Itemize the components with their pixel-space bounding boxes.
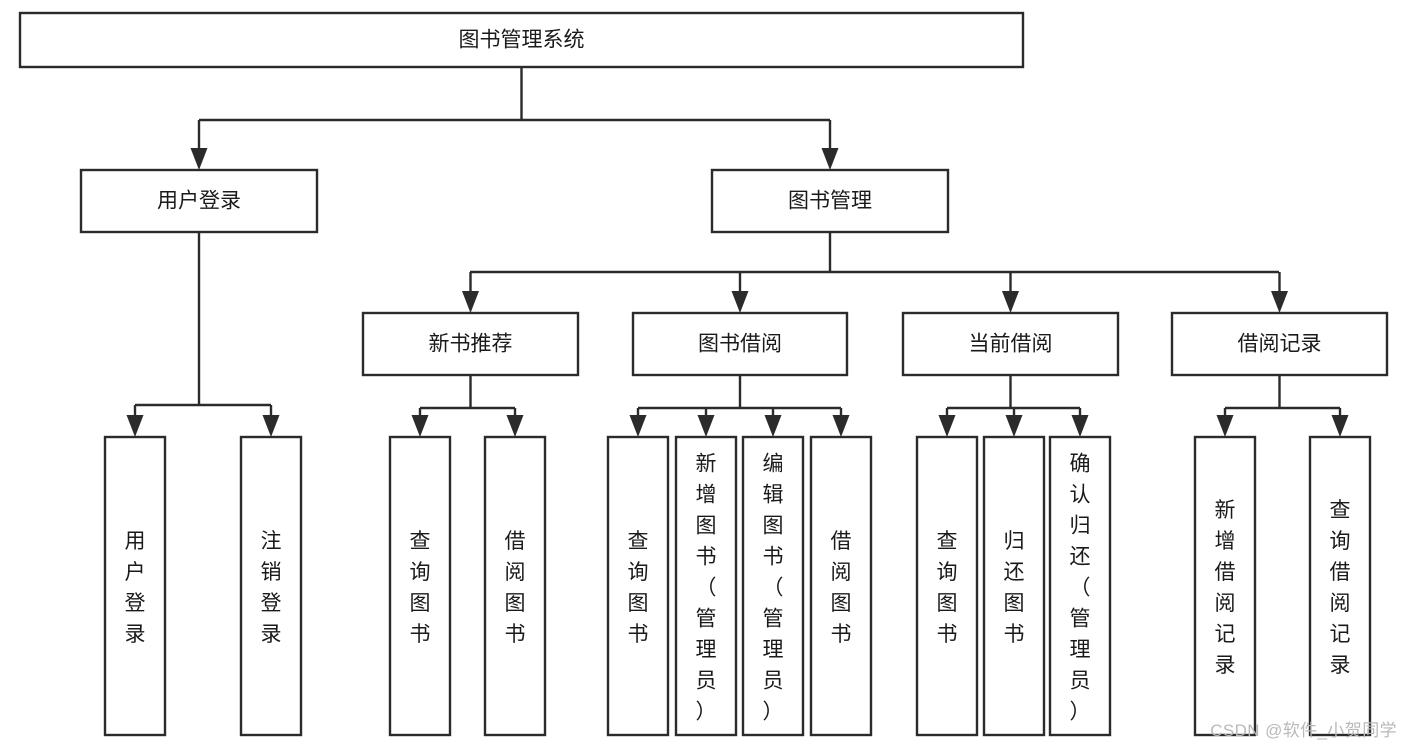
node-box-leaf-query-book-1[interactable] bbox=[388, 435, 452, 737]
node-leaf-user-login[interactable]: 用户登录 bbox=[103, 435, 167, 737]
link-borrow-record-to-leaf-query-record-arrowhead bbox=[1331, 415, 1349, 437]
link-current-borrow-to-leaf-query-book-3-arrowhead bbox=[938, 415, 956, 437]
node-box-leaf-borrow-book-2[interactable] bbox=[809, 435, 873, 737]
node-box-root[interactable] bbox=[18, 11, 1025, 69]
node-label-leaf-query-record: 查询借阅记录 bbox=[1330, 499, 1351, 677]
node-leaf-confirm-return[interactable]: 确认归还（管理员） bbox=[1048, 435, 1112, 737]
node-label-leaf-borrow-book-1: 借阅图书 bbox=[505, 530, 526, 646]
node-box-current-borrow[interactable] bbox=[901, 311, 1120, 377]
node-box-new-book-rec[interactable] bbox=[361, 311, 580, 377]
node-box-leaf-add-record[interactable] bbox=[1193, 435, 1257, 737]
link-book-borrow-to-leaf-edit-book-arrowhead bbox=[764, 415, 782, 437]
node-user-login[interactable]: 用户登录 bbox=[79, 168, 319, 234]
link-borrow-record-to-leaf-add-record-arrowhead bbox=[1216, 415, 1234, 437]
node-leaf-query-book-3[interactable]: 查询图书 bbox=[915, 435, 979, 737]
link-new-book-rec-to-leaf-borrow-book-1-arrowhead bbox=[506, 415, 524, 437]
node-box-user-login[interactable] bbox=[79, 168, 319, 234]
link-book-borrow-to-leaf-query-book-2-arrowhead bbox=[629, 415, 647, 437]
node-leaf-borrow-book-1[interactable]: 借阅图书 bbox=[483, 435, 547, 737]
node-box-leaf-confirm-return[interactable] bbox=[1048, 435, 1112, 737]
node-label-book-borrow: 图书借阅 bbox=[698, 333, 782, 356]
node-box-leaf-logout[interactable] bbox=[239, 435, 303, 737]
node-new-book-rec[interactable]: 新书推荐 bbox=[361, 311, 580, 377]
node-root[interactable]: 图书管理系统 bbox=[18, 11, 1025, 69]
node-box-leaf-add-book[interactable] bbox=[674, 435, 738, 737]
node-box-leaf-user-login[interactable] bbox=[103, 435, 167, 737]
node-borrow-record[interactable]: 借阅记录 bbox=[1170, 311, 1389, 377]
link-root-to-user-login-arrowhead bbox=[190, 148, 208, 170]
link-user-login-to-leaf-user-login-arrowhead bbox=[126, 415, 144, 437]
node-label-user-login: 用户登录 bbox=[157, 190, 241, 213]
node-leaf-add-record[interactable]: 新增借阅记录 bbox=[1193, 435, 1257, 737]
node-book-borrow[interactable]: 图书借阅 bbox=[631, 311, 849, 377]
link-book-borrow-to-leaf-borrow-book-2-arrowhead bbox=[832, 415, 850, 437]
node-leaf-query-record[interactable]: 查询借阅记录 bbox=[1308, 435, 1372, 737]
node-leaf-return-book[interactable]: 归还图书 bbox=[982, 435, 1046, 737]
node-label-leaf-add-book: 新增图书（管理员） bbox=[696, 453, 717, 724]
node-label-book-mgmt: 图书管理 bbox=[788, 190, 872, 213]
node-box-leaf-edit-book[interactable] bbox=[741, 435, 805, 737]
link-book-mgmt-to-borrow-record-arrowhead bbox=[1271, 291, 1288, 313]
node-label-root: 图书管理系统 bbox=[459, 29, 585, 52]
node-box-leaf-return-book[interactable] bbox=[982, 435, 1046, 737]
node-leaf-add-book[interactable]: 新增图书（管理员） bbox=[674, 435, 738, 737]
node-label-leaf-logout: 注销登录 bbox=[261, 530, 282, 646]
link-user-login-to-leaf-logout-arrowhead bbox=[262, 415, 280, 437]
node-box-leaf-query-book-2[interactable] bbox=[606, 435, 670, 737]
node-leaf-borrow-book-2[interactable]: 借阅图书 bbox=[809, 435, 873, 737]
node-box-leaf-query-record[interactable] bbox=[1308, 435, 1372, 737]
node-layer: 图书管理系统用户登录图书管理新书推荐图书借阅当前借阅借阅记录用户登录注销登录查询… bbox=[18, 11, 1389, 737]
node-leaf-edit-book[interactable]: 编辑图书（管理员） bbox=[741, 435, 805, 737]
node-box-leaf-borrow-book-1[interactable] bbox=[483, 435, 547, 737]
node-label-leaf-add-record: 新增借阅记录 bbox=[1215, 499, 1236, 677]
link-book-mgmt-to-book-borrow-arrowhead bbox=[731, 291, 749, 313]
link-current-borrow-to-leaf-return-book-arrowhead bbox=[1005, 415, 1023, 437]
node-label-leaf-query-book-1: 查询图书 bbox=[410, 530, 431, 646]
link-book-borrow-to-leaf-add-book-arrowhead bbox=[697, 415, 715, 437]
node-leaf-query-book-2[interactable]: 查询图书 bbox=[606, 435, 670, 737]
link-new-book-rec-to-leaf-query-book-1-arrowhead bbox=[411, 415, 429, 437]
node-label-current-borrow: 当前借阅 bbox=[969, 333, 1053, 356]
connector-layer bbox=[126, 67, 1349, 437]
node-label-leaf-user-login: 用户登录 bbox=[125, 530, 146, 646]
node-book-mgmt[interactable]: 图书管理 bbox=[710, 168, 950, 234]
node-box-book-mgmt[interactable] bbox=[710, 168, 950, 234]
node-label-leaf-confirm-return: 确认归还（管理员） bbox=[1070, 453, 1091, 724]
node-label-borrow-record: 借阅记录 bbox=[1238, 333, 1322, 356]
node-leaf-query-book-1[interactable]: 查询图书 bbox=[388, 435, 452, 737]
link-book-mgmt-to-current-borrow-arrowhead bbox=[1002, 291, 1019, 313]
node-box-leaf-query-book-3[interactable] bbox=[915, 435, 979, 737]
node-label-leaf-return-book: 归还图书 bbox=[1004, 530, 1025, 646]
node-label-leaf-query-book-3: 查询图书 bbox=[937, 530, 958, 646]
link-root-to-book-mgmt-arrowhead bbox=[821, 148, 839, 170]
node-leaf-logout[interactable]: 注销登录 bbox=[239, 435, 303, 737]
node-label-leaf-edit-book: 编辑图书（管理员） bbox=[763, 453, 784, 724]
node-box-borrow-record[interactable] bbox=[1170, 311, 1389, 377]
link-book-mgmt-to-new-book-rec-arrowhead bbox=[462, 291, 479, 313]
node-label-leaf-query-book-2: 查询图书 bbox=[628, 530, 649, 646]
node-label-leaf-borrow-book-2: 借阅图书 bbox=[831, 530, 852, 646]
node-current-borrow[interactable]: 当前借阅 bbox=[901, 311, 1120, 377]
link-current-borrow-to-leaf-confirm-return-arrowhead bbox=[1071, 415, 1089, 437]
node-box-book-borrow[interactable] bbox=[631, 311, 849, 377]
node-label-new-book-rec: 新书推荐 bbox=[429, 333, 513, 356]
